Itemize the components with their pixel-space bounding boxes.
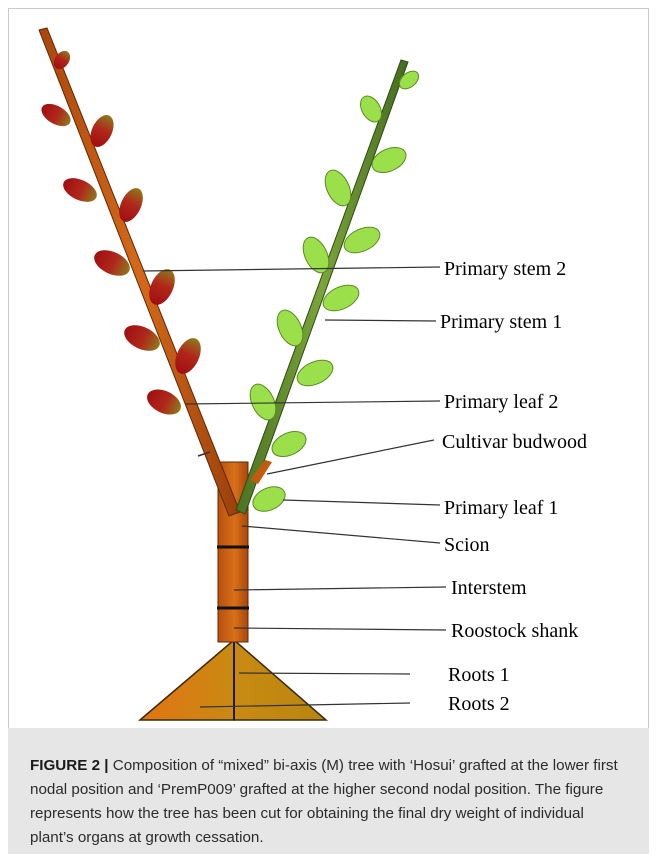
leader-line bbox=[325, 320, 436, 321]
leader-line bbox=[185, 401, 440, 404]
label-cultivar-budwood: Cultivar budwood bbox=[442, 431, 587, 453]
red-leaf-icon bbox=[59, 173, 100, 206]
label-primary-stem-2: Primary stem 2 bbox=[444, 258, 566, 280]
primary-stem-1-branch bbox=[236, 60, 408, 514]
green-leaves bbox=[245, 68, 422, 517]
leader-line bbox=[242, 526, 440, 543]
label-interstem: Interstem bbox=[451, 577, 527, 599]
leader-line bbox=[234, 628, 446, 630]
labels: Primary stem 2 Primary stem 1 Primary le… bbox=[440, 258, 587, 715]
caption-text: Composition of “mixed” bi-axis (M) tree … bbox=[30, 757, 618, 846]
leader-line bbox=[234, 587, 446, 590]
label-roots-2: Roots 2 bbox=[448, 693, 510, 715]
tree-diagram: Primary stem 2 Primary stem 1 Primary le… bbox=[0, 0, 657, 728]
roots bbox=[140, 640, 326, 720]
red-leaf-icon bbox=[143, 384, 185, 419]
primary-stem-2-branch bbox=[39, 28, 240, 516]
roots-left-half bbox=[140, 640, 234, 720]
label-rootstock-shank: Roostock shank bbox=[451, 620, 578, 642]
label-primary-leaf-2: Primary leaf 2 bbox=[444, 391, 558, 413]
label-primary-leaf-1: Primary leaf 1 bbox=[444, 497, 558, 519]
caption-title: FIGURE 2 | bbox=[30, 757, 109, 774]
label-primary-stem-1: Primary stem 1 bbox=[440, 311, 562, 333]
roots-right-half bbox=[234, 640, 326, 720]
leader-line bbox=[283, 500, 440, 505]
label-scion: Scion bbox=[444, 534, 490, 556]
primary-stem-1 bbox=[236, 60, 408, 514]
leader-line bbox=[143, 267, 440, 271]
primary-stem-2 bbox=[39, 28, 240, 516]
label-roots-1: Roots 1 bbox=[448, 664, 510, 686]
figure-caption: FIGURE 2 | Composition of “mixed” bi-axi… bbox=[8, 728, 649, 854]
